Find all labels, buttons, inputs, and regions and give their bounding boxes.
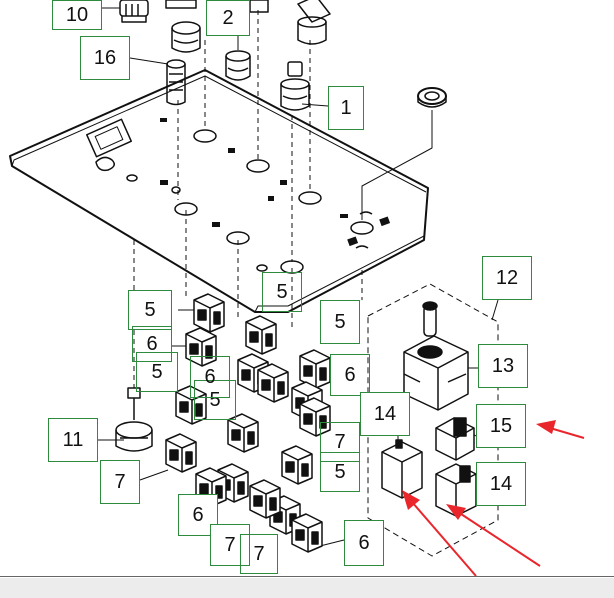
part-2-pushbutton [225,50,251,81]
part-right-cap [417,87,447,108]
callout-6-c: 6 [330,354,370,396]
callout-15: 15 [476,404,526,448]
mounting-plate [9,69,429,313]
part-top-cap [165,0,197,9]
callout-5-d: 5 [136,352,178,392]
part-1-key-switch [280,61,310,111]
part-11-potentiometer [115,387,153,452]
contact-block [227,413,259,453]
contact-block [245,315,277,355]
callout-14-a: 14 [360,392,410,436]
bottom-strip [0,578,614,598]
callout-14-b: 14 [476,462,526,506]
assembly-outline [367,283,499,557]
callout-5-a: 5 [128,290,172,330]
part-pushbutton-a [171,21,201,53]
contact-block [281,445,313,485]
callout-7-d: 7 [240,534,278,574]
callout-2: 2 [206,0,250,36]
callout-7-b: 7 [100,460,140,504]
part-10-knob [119,0,149,23]
callout-6-a: 6 [132,326,172,362]
callout-11: 11 [48,418,98,462]
bottom-rule [0,576,614,577]
callout-10: 10 [52,0,102,30]
callout-5-f: 5 [320,452,360,492]
red-arrow-to-part-15 [536,420,585,439]
part-14-lower [435,463,477,517]
contact-block [175,385,207,425]
part-selector-switch [297,0,331,45]
callout-7-a: 7 [320,422,360,462]
callout-16: 16 [80,36,130,80]
contact-block [299,397,331,437]
part-13-switch-block [403,301,469,411]
part-15 [435,417,475,461]
part-top-stem [249,0,269,13]
callout-12: 12 [482,256,532,300]
callout-13: 13 [478,344,528,388]
callout-5-c: 5 [320,300,360,344]
contact-blocks [165,293,331,553]
red-arrows [402,420,585,577]
callout-5-b: 5 [262,272,302,312]
contact-block [291,513,323,553]
callout-1: 1 [328,86,364,130]
contact-block [257,363,289,403]
alignment-lines [133,10,363,420]
callout-6-b: 6 [190,356,230,398]
contact-block [249,479,281,519]
part-14-upper [381,439,423,499]
callout-6-e: 6 [344,520,384,566]
callout-5-e: 5 [194,380,236,420]
red-arrow-to-part-14-upper [402,490,477,577]
red-arrow-to-part-14-lower [446,504,541,567]
contact-block [193,293,225,333]
contact-block [165,433,197,473]
callout-7-c: 7 [210,524,250,566]
